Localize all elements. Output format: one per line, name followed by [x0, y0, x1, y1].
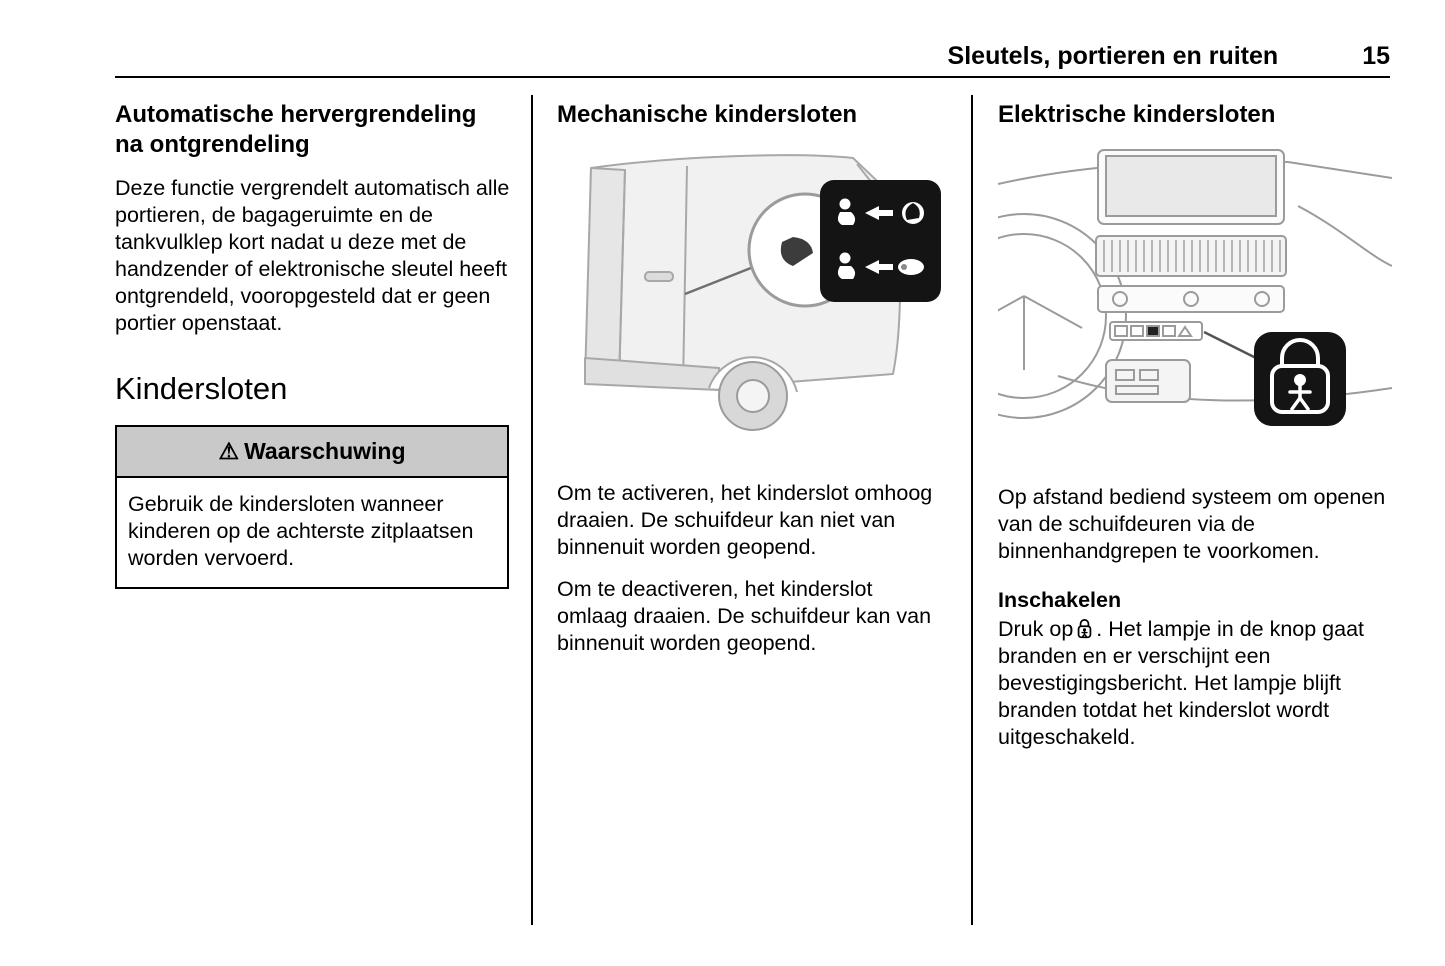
activate-paragraph: Om te activeren, het kinderslot omhoog d…	[557, 481, 933, 559]
child-lock-unlocked-icon	[837, 252, 924, 279]
climate-controls	[1097, 285, 1285, 313]
heading-electric-child-locks: Elektrische kindersloten	[998, 101, 1276, 128]
heading-kindersloten: Kindersloten	[115, 371, 288, 406]
heading-auto-relock: Automatische hervergrendeling na ontgren…	[115, 101, 477, 158]
subheading-inschakelen: Inschakelen	[998, 588, 1122, 612]
child-lock-locked-icon	[837, 198, 924, 225]
column-separator-right	[971, 95, 973, 925]
van-rear-drawing	[584, 154, 941, 431]
dashboard-illustration	[998, 144, 1392, 458]
page-header: Sleutels, portieren en ruiten 15	[115, 42, 1390, 71]
child-lock-lever	[780, 237, 813, 266]
dashboard-drawing	[998, 149, 1392, 426]
middle-column: Mechanische kindersloten	[557, 100, 943, 657]
right-column: Elektrische kindersloten	[998, 100, 1392, 751]
child-lock-button-icon	[1075, 618, 1094, 640]
heading-mechanical-child-locks: Mechanische kindersloten	[557, 101, 858, 128]
header-rule	[115, 76, 1390, 78]
deactivate-paragraph: Om te deactiveren, het kinderslot omlaag…	[557, 577, 932, 655]
warning-triangle-icon: ⚠	[218, 438, 240, 464]
child-lock-badge-icon	[1270, 338, 1330, 414]
left-column: Automatische hervergrendeling na ontgren…	[115, 100, 511, 589]
auto-relock-paragraph: Deze functie vergrendelt automatisch all…	[115, 176, 510, 335]
enable-paragraph: Druk op . Het lampje in de knop gaat bra…	[998, 616, 1392, 751]
warning-body-text: Gebruik de kindersloten wanneer kinderen…	[128, 492, 474, 570]
enable-paragraph-before: Druk op	[998, 617, 1074, 641]
badge-leader-line	[1203, 330, 1257, 360]
steering-wheel	[998, 213, 1127, 419]
remote-system-paragraph: Op afstand bediend systeem om openen van…	[998, 485, 1386, 563]
enable-paragraph-after: . Het lampje in de knop gaat branden en …	[998, 617, 1365, 749]
callout-leader-line	[684, 262, 762, 296]
lock-positions-callout	[820, 180, 941, 302]
chapter-title: Sleutels, portieren en ruiten	[947, 42, 1279, 70]
warning-title: Waarschuwing	[244, 438, 406, 464]
column-separator-left	[531, 95, 533, 925]
air-vents	[1095, 235, 1287, 277]
warning-box: ⚠Waarschuwing Gebruik de kindersloten wa…	[115, 425, 509, 589]
page-number: 15	[1362, 42, 1390, 70]
warning-box-header: ⚠Waarschuwing	[117, 427, 507, 478]
van-rear-illustration	[557, 144, 943, 434]
